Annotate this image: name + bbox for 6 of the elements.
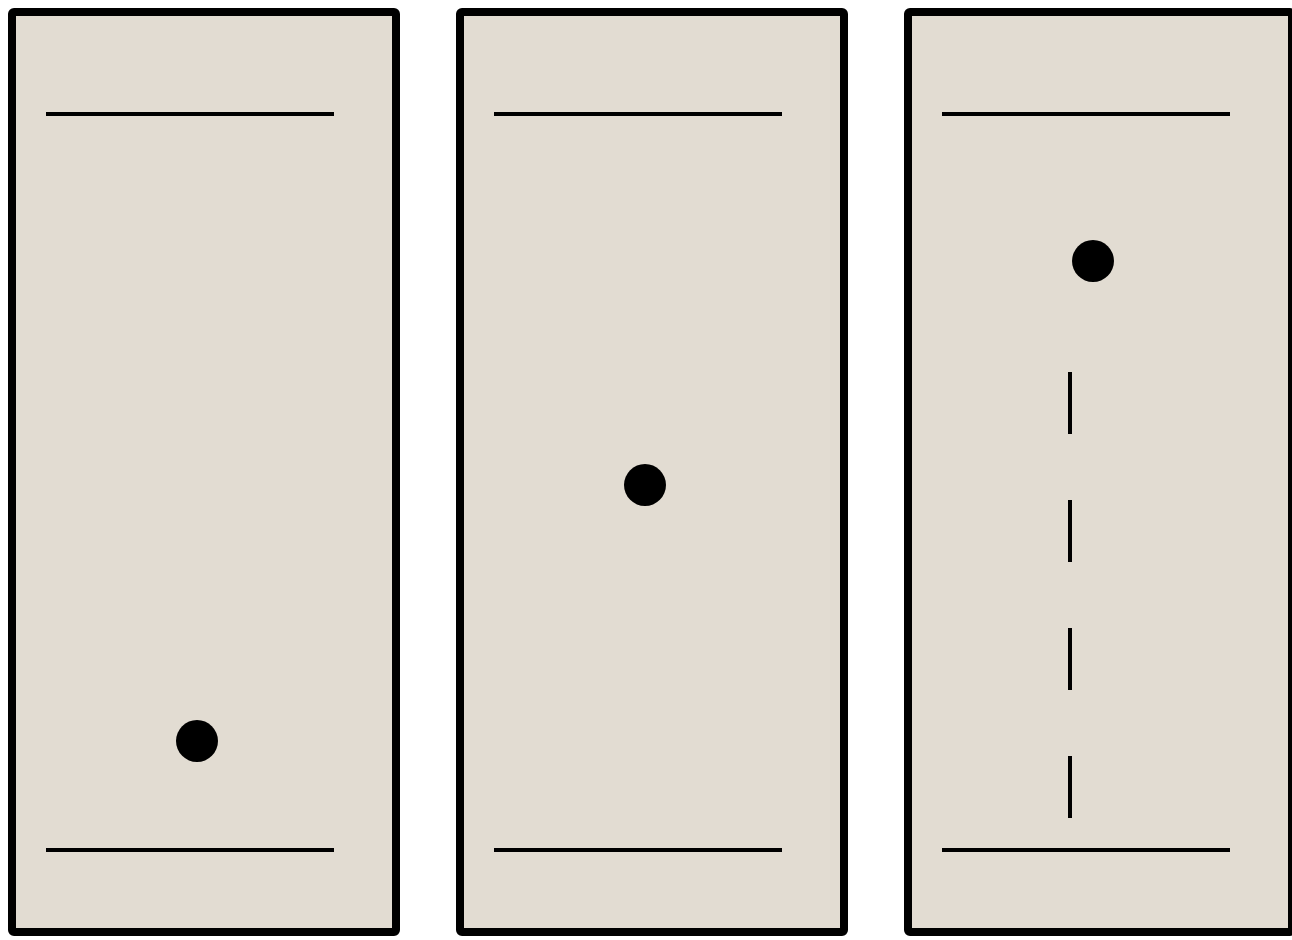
- panel: [456, 8, 848, 936]
- dot: [1072, 240, 1114, 282]
- panel: [904, 8, 1292, 936]
- dot: [624, 464, 666, 506]
- panel: [8, 8, 400, 936]
- dot: [176, 720, 218, 762]
